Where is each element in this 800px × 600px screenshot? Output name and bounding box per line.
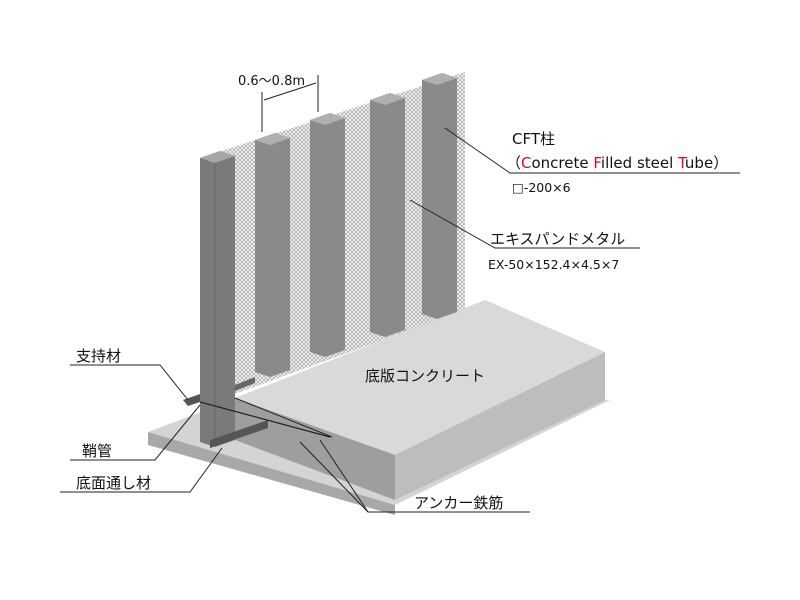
support-label: 支持材 [76,347,122,365]
slab-front [235,398,395,500]
base-plate-front [148,432,395,515]
cft-fullname: （Concrete Filled steel Tube） [506,154,729,172]
slab-top [235,300,605,455]
anchor-bar-1 [199,401,331,438]
bottom-through-member [210,420,268,448]
cft-columns [200,73,457,447]
support-member [183,394,200,406]
sheath-label: 鞘管 [82,442,113,460]
support-member-back [235,377,255,391]
leader-lines [60,127,740,513]
anchor-label: アンカー鉄筋 [414,494,504,512]
mesh-spec: EX-50×152.4×4.5×7 [488,257,620,272]
slab-label: 底版コンクリート [365,367,486,385]
slab-right [395,352,605,500]
cft-title: CFT柱 [512,130,556,148]
bottom-member-label: 底面通し材 [76,474,152,492]
mesh-title: エキスパンドメタル [490,230,626,248]
dimension-label: 0.6～0.8m [238,74,306,89]
anchor-bar-2 [234,397,333,438]
dimension-line [261,75,319,132]
cft-spec: □-200×6 [512,180,571,195]
